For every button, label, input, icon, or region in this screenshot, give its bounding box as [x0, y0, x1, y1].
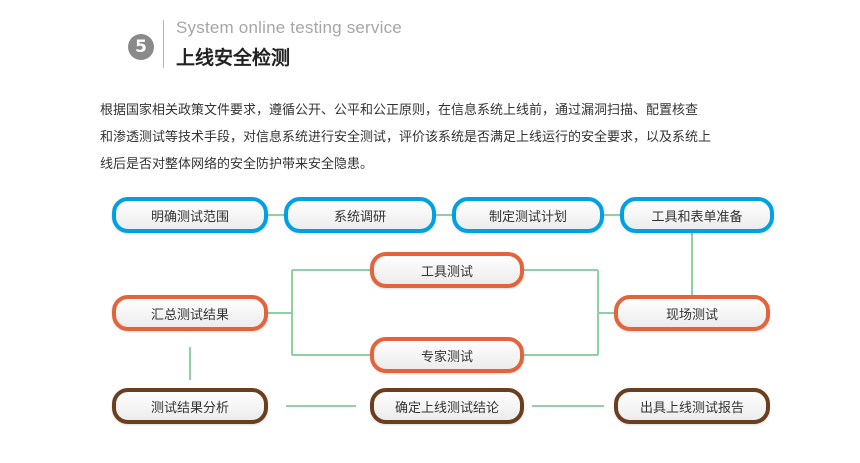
section-number-badge: 5	[128, 34, 154, 60]
flow-step-test-report: 出具上线测试报告	[614, 388, 770, 424]
flow-step-result-analysis: 测试结果分析	[112, 388, 268, 424]
flow-step-test-plan: 制定测试计划	[452, 197, 604, 233]
flow-step-expert-test: 专家测试	[370, 337, 524, 373]
flow-step-summarize-results: 汇总测试结果	[112, 295, 268, 331]
flow-step-define-scope: 明确测试范围	[112, 197, 268, 233]
flow-step-system-survey: 系统调研	[284, 197, 436, 233]
intro-paragraph: 根据国家相关政策文件要求，遵循公开、公平和公正原则，在信息系统上线前，通过漏洞扫…	[100, 97, 780, 178]
flow-step-tools-forms: 工具和表单准备	[620, 197, 774, 233]
flow-step-test-conclusion: 确定上线测试结论	[370, 388, 524, 424]
flow-step-onsite-test: 现场测试	[614, 295, 770, 331]
intro-line-2: 和渗透测试等技术手段，对信息系统进行安全测试，评价该系统是否满足上线运行的安全要…	[100, 130, 712, 145]
section-title: 上线安全检测	[176, 47, 291, 69]
intro-line-3: 线后是否对整体网络的安全防护带来安全隐患。	[100, 157, 374, 172]
title-divider	[163, 20, 164, 68]
flow-step-tool-test: 工具测试	[370, 252, 524, 288]
section-subtitle-english: System online testing service	[176, 18, 402, 37]
intro-line-1: 根据国家相关政策文件要求，遵循公开、公平和公正原则，在信息系统上线前，通过漏洞扫…	[100, 103, 699, 118]
